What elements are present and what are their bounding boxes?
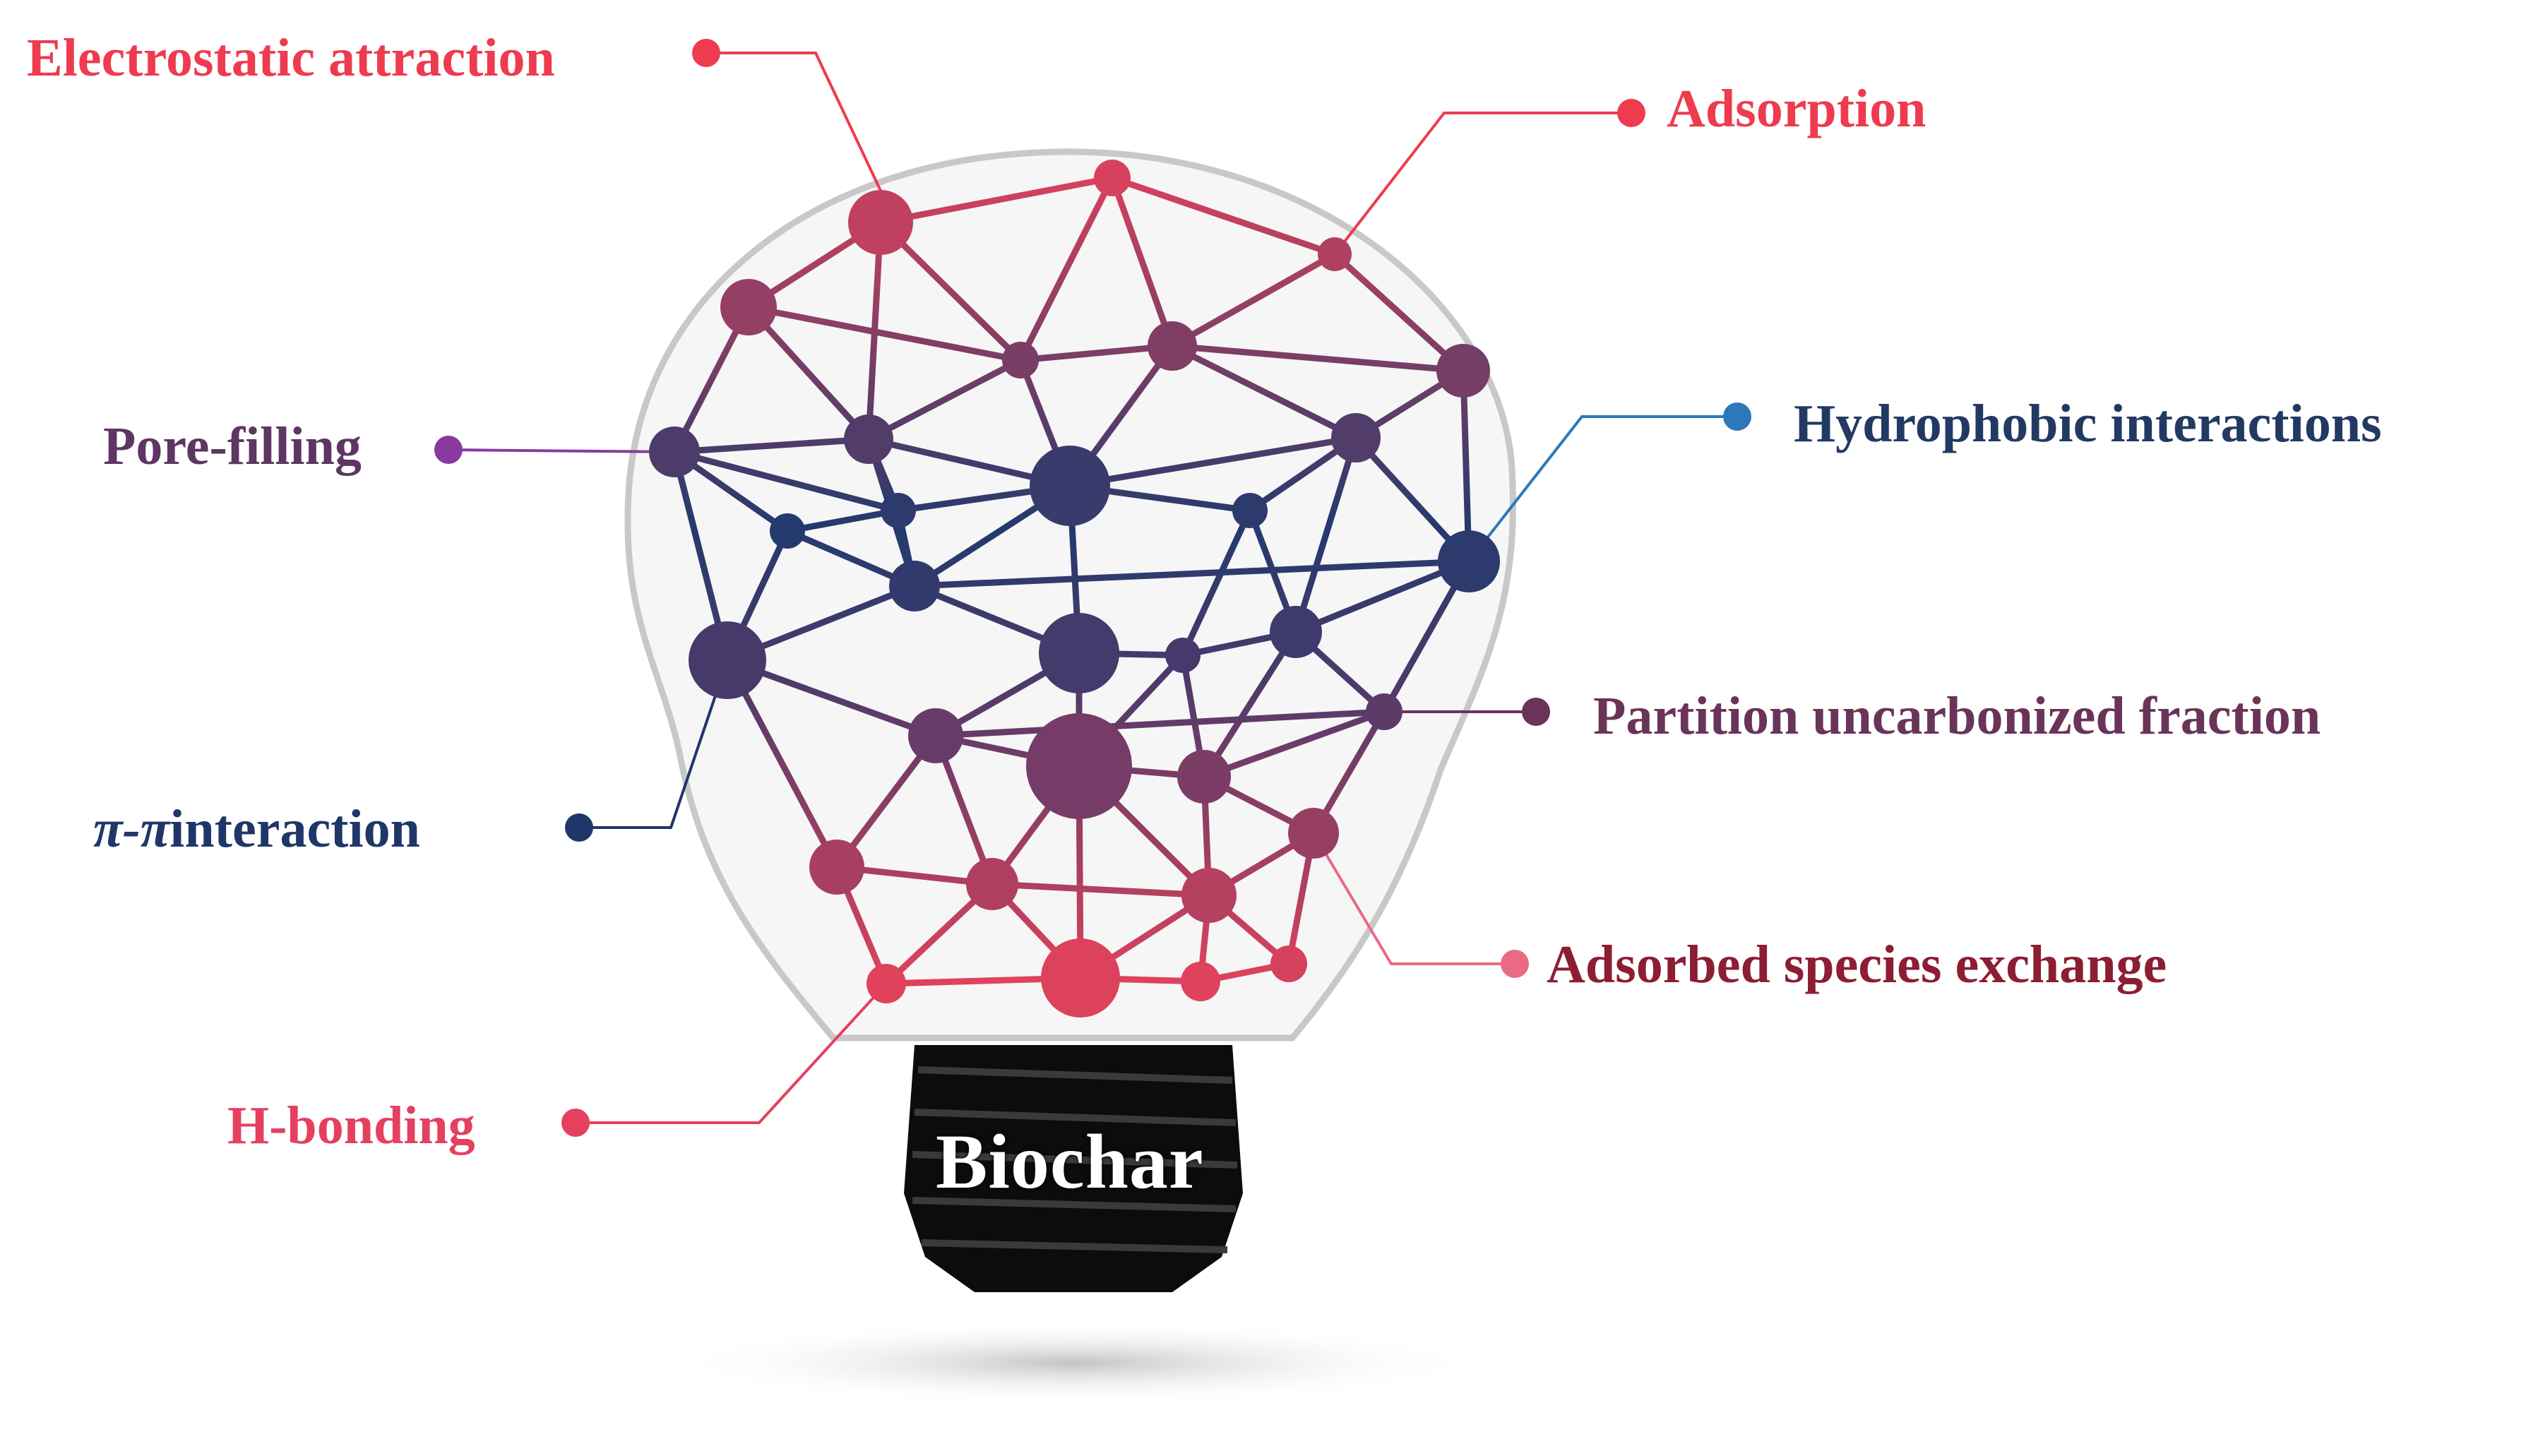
network-edge bbox=[991, 881, 1210, 899]
network-node bbox=[908, 708, 963, 763]
network-edge bbox=[1170, 342, 1358, 441]
network-node bbox=[1148, 321, 1197, 371]
network-node bbox=[649, 426, 700, 477]
network-node bbox=[1232, 493, 1268, 528]
bulb-outline bbox=[624, 148, 1516, 1042]
network-edge bbox=[1201, 630, 1299, 779]
network-node bbox=[1165, 638, 1201, 673]
leader-hydrophobic-dot bbox=[1723, 402, 1751, 431]
label-electrostatic-attraction: Electrostatic attraction bbox=[27, 28, 555, 88]
network-node bbox=[770, 513, 805, 549]
leader-h-bonding-line bbox=[576, 982, 888, 1124]
network-node bbox=[1041, 938, 1120, 1018]
network-edge bbox=[935, 708, 1385, 739]
network-node bbox=[1438, 530, 1500, 592]
network-node bbox=[720, 279, 777, 335]
label-pore-filling: Pore-filling bbox=[103, 417, 362, 476]
network-edge bbox=[1170, 251, 1337, 349]
biochar-label: Biochar bbox=[936, 1118, 1204, 1205]
network-edge bbox=[748, 304, 1021, 364]
network-edge bbox=[1294, 558, 1470, 635]
leader-pore-filling-line bbox=[448, 448, 675, 453]
network-edge bbox=[880, 174, 1113, 226]
network-edge bbox=[1203, 708, 1386, 780]
network-node bbox=[889, 561, 940, 611]
network-node bbox=[881, 493, 916, 528]
network-node bbox=[1030, 446, 1110, 526]
network-node bbox=[966, 858, 1018, 910]
network-edge bbox=[867, 357, 1023, 442]
network-node bbox=[1318, 237, 1352, 271]
network-node bbox=[1366, 693, 1403, 730]
network-node bbox=[1288, 808, 1339, 859]
network-edge bbox=[787, 507, 899, 535]
network-node bbox=[867, 964, 906, 1003]
network-node bbox=[689, 621, 766, 699]
network-edge bbox=[1111, 174, 1336, 258]
network-node bbox=[1331, 413, 1381, 463]
network-edge bbox=[1179, 509, 1253, 657]
network-edge bbox=[1017, 176, 1116, 362]
network-edge bbox=[746, 304, 871, 442]
leader-pore-filling-dot bbox=[434, 436, 463, 464]
leader-h-bonding-dot bbox=[561, 1109, 590, 1137]
leader-electrostatic-dot bbox=[692, 39, 720, 67]
network-edge bbox=[1332, 251, 1466, 374]
network-edge bbox=[1109, 177, 1176, 347]
network-edge bbox=[914, 558, 1470, 590]
network-nodes bbox=[649, 160, 1500, 1018]
leader-electrostatic-line bbox=[706, 52, 882, 191]
network-edge bbox=[1292, 436, 1359, 633]
network-edge bbox=[878, 220, 1023, 363]
network-node bbox=[1026, 713, 1132, 819]
network-edge bbox=[673, 448, 900, 514]
network-node bbox=[1436, 344, 1490, 398]
network-node bbox=[1094, 160, 1131, 196]
leader-pi-pi-line bbox=[579, 660, 729, 829]
leader-hydrophobic-line bbox=[1467, 415, 1737, 563]
network-node bbox=[848, 190, 913, 255]
pi-pi-text: interaction bbox=[169, 799, 420, 859]
bulb-base bbox=[904, 1045, 1243, 1292]
network-node bbox=[1002, 342, 1039, 378]
label-hydrophobic-interactions: Hydrophobic interactions bbox=[1794, 394, 2382, 453]
network-edge bbox=[674, 436, 869, 455]
pi-pi-symbol: π-π bbox=[93, 799, 170, 859]
network-node bbox=[1039, 613, 1119, 693]
leader-pi-pi-dot bbox=[565, 813, 593, 842]
network-node bbox=[809, 840, 864, 895]
leader-exchange-dot bbox=[1501, 950, 1529, 978]
network-node bbox=[1181, 868, 1237, 923]
network-edge bbox=[725, 658, 840, 869]
leader-adsorption-line bbox=[1333, 112, 1631, 256]
network-edge bbox=[1460, 370, 1472, 562]
floor-shadow bbox=[664, 1320, 1483, 1405]
label-partition-uncarbonized-fraction: Partition uncarbonized fraction bbox=[1593, 686, 2321, 746]
network-edge bbox=[1020, 342, 1173, 364]
network-node bbox=[1177, 750, 1231, 804]
label-h-bonding: H-bonding bbox=[227, 1096, 475, 1155]
network-node bbox=[1181, 962, 1220, 1001]
network-node bbox=[1270, 945, 1307, 982]
label-adsorbed-species-exchange: Adsorbed species exchange bbox=[1547, 935, 2167, 994]
network-edge bbox=[1172, 342, 1464, 374]
label-adsorption: Adsorption bbox=[1667, 79, 1926, 138]
leader-adsorption-dot bbox=[1617, 99, 1645, 127]
network-node bbox=[844, 414, 893, 464]
network-edge bbox=[1069, 434, 1357, 489]
leader-exchange-line bbox=[1312, 832, 1515, 965]
leader-partition-dot bbox=[1522, 698, 1550, 726]
label-pi-pi-interaction: π-πinteraction bbox=[93, 802, 420, 856]
network-node bbox=[1270, 606, 1322, 658]
